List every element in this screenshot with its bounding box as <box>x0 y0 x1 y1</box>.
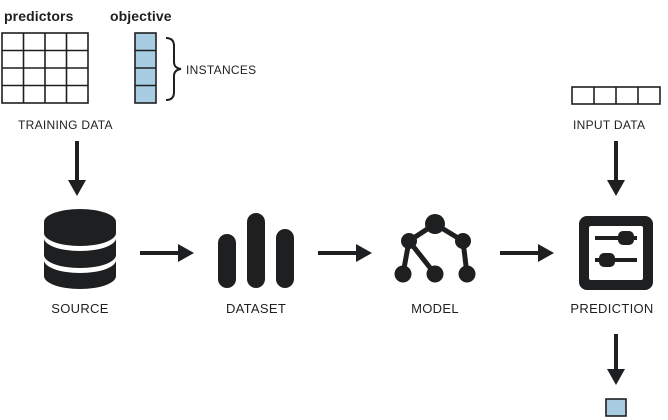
stage-label-prediction: PREDICTION <box>570 301 654 316</box>
input-data-label: INPUT DATA <box>573 118 646 132</box>
output-cell <box>605 398 627 417</box>
bar-chart-icon <box>218 213 294 288</box>
predictors-label: predictors <box>4 8 74 24</box>
arrow-training-to-source <box>68 141 86 196</box>
input-data-row <box>571 86 661 105</box>
stage-label-model: MODEL <box>411 301 459 316</box>
stage-label-source: SOURCE <box>51 301 109 316</box>
predictors-grid <box>1 32 89 104</box>
tree-network-icon <box>394 214 476 283</box>
arrow-prediction-to-output <box>607 334 625 385</box>
instances-brace <box>165 37 182 101</box>
arrow-input-to-prediction <box>607 141 625 196</box>
stage-label-dataset: DATASET <box>225 301 287 316</box>
sliders-icon <box>579 216 653 290</box>
training-data-label: TRAINING DATA <box>18 118 113 132</box>
arrow-source-to-dataset <box>140 244 194 262</box>
arrow-model-to-prediction <box>500 244 554 262</box>
objective-label: objective <box>110 8 172 24</box>
instances-label: INSTANCES <box>186 63 257 77</box>
database-icon <box>44 209 116 289</box>
arrow-dataset-to-model <box>318 244 372 262</box>
objective-column <box>134 32 157 104</box>
